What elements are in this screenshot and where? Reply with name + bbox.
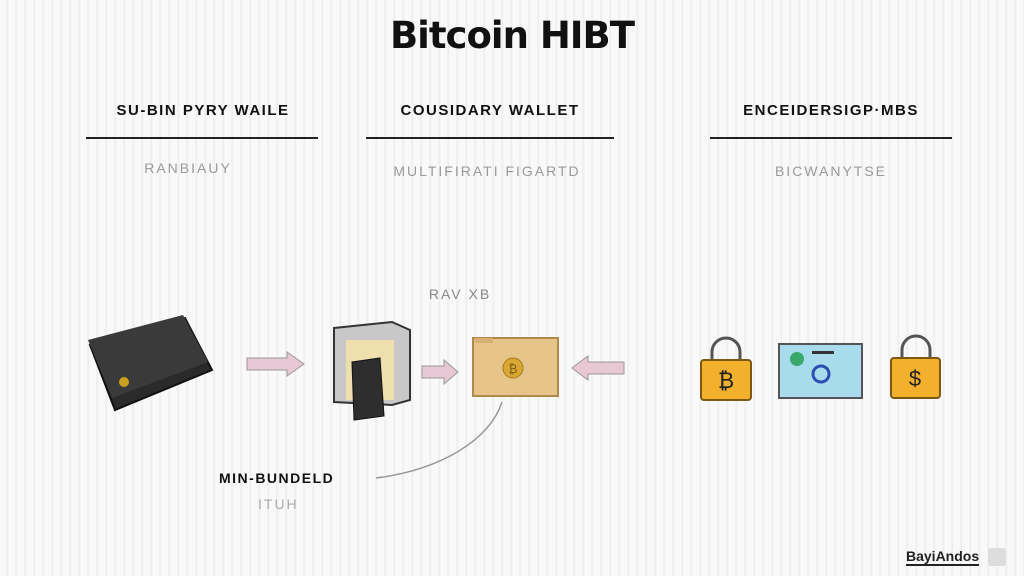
arrow-right-icon bbox=[421, 358, 459, 386]
column-subtitle-3: BICWANYTSE bbox=[774, 163, 888, 179]
page-title: Bitcoin HIBT bbox=[389, 14, 635, 57]
hardware-wallet-icon bbox=[88, 315, 214, 412]
divider bbox=[710, 137, 952, 139]
svg-text:₿: ₿ bbox=[718, 368, 734, 393]
arrow-left-icon bbox=[571, 355, 625, 381]
svg-text:₿: ₿ bbox=[509, 362, 518, 376]
screen-device-icon bbox=[778, 343, 863, 399]
bottom-label: MIN-BUNDELD bbox=[219, 470, 335, 486]
column-subtitle-2: MULTIFIRATI FIGARTD bbox=[393, 163, 581, 179]
divider bbox=[86, 137, 318, 139]
custodial-vault-icon bbox=[333, 320, 411, 421]
folder-bitcoin-icon: ₿ bbox=[472, 337, 559, 397]
logo-icon bbox=[988, 548, 1006, 566]
arrow-right-icon bbox=[246, 351, 305, 377]
svg-text:$: $ bbox=[909, 366, 921, 391]
column-heading-2: COUSIDARY WALLET bbox=[400, 102, 580, 119]
divider bbox=[366, 137, 614, 139]
flow-label: RAV XB bbox=[428, 286, 492, 302]
column-heading-1: SU-BIN PYRY WAILE bbox=[116, 102, 290, 119]
connector-curve bbox=[375, 401, 503, 479]
bitcoin-lock-icon: ₿ bbox=[700, 336, 752, 401]
column-heading-3: ENCEIDERSIGP·MBS bbox=[743, 102, 919, 119]
dollar-lock-icon: $ bbox=[890, 334, 941, 399]
column-subtitle-1: RANBIAUY bbox=[144, 160, 232, 176]
logo-text: BayiAndos bbox=[906, 548, 980, 566]
bottom-sublabel: ITUH bbox=[258, 496, 299, 512]
